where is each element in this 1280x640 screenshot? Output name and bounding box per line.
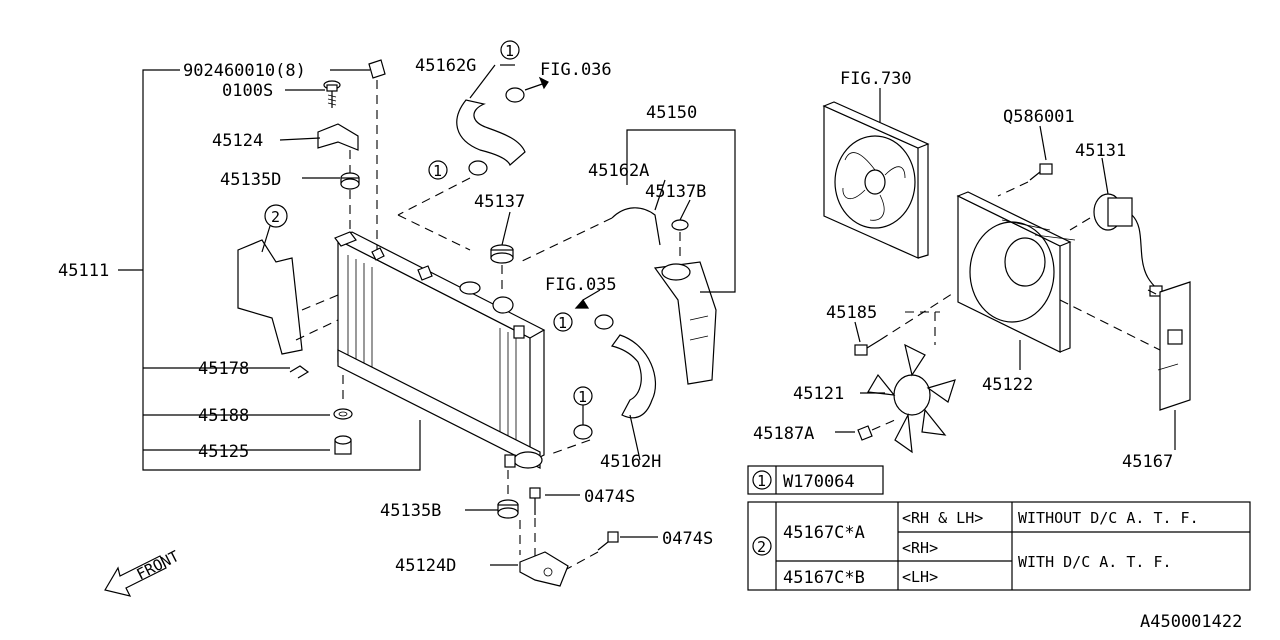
ref-number: 1 xyxy=(433,162,442,180)
part-tank-cap-45137B xyxy=(671,219,689,231)
legend-side-lh: <LH> xyxy=(902,568,938,586)
part-hose-45162G xyxy=(456,99,526,167)
label-45124D: 45124D xyxy=(395,556,456,576)
ref-circle-1-left: 1 xyxy=(428,160,448,180)
label-45135D: 45135D xyxy=(220,170,281,190)
part-clamp-lower-upper xyxy=(594,314,614,330)
legend-ref-1: 1 xyxy=(757,472,766,490)
label-45188: 45188 xyxy=(198,406,249,426)
ref-number: 1 xyxy=(578,388,587,406)
label-45178: 45178 xyxy=(198,359,249,379)
part-bolt-0100S xyxy=(323,80,341,108)
figure-id: A450001422 xyxy=(1140,612,1242,632)
label-45125: 45125 xyxy=(198,442,249,462)
part-motor-45131 xyxy=(1093,193,1163,297)
legend-ref-2: 2 xyxy=(757,538,766,556)
legend-side-rh-lh: <RH & LH> xyxy=(902,509,983,527)
label-45162A: 45162A xyxy=(588,161,649,181)
part-bolt-0474S-lower xyxy=(597,531,619,551)
part-clamp-top-lower xyxy=(468,160,488,176)
legend-note-without: WITHOUT D/C A. T. F. xyxy=(1018,509,1199,527)
ref-number: 1 xyxy=(558,314,567,332)
part-grommet-45135B xyxy=(497,499,519,519)
part-bolt-Q586001 xyxy=(1029,163,1053,181)
part-clamp-lower-lower xyxy=(573,424,593,440)
label-45122: 45122 xyxy=(982,375,1033,395)
part-nut-902460010 xyxy=(368,59,386,79)
label-Q586001: Q586001 xyxy=(1003,107,1075,127)
label-45121: 45121 xyxy=(793,384,844,404)
part-air-guide-45167 xyxy=(1157,281,1191,411)
label-0100S: 0100S xyxy=(222,81,273,101)
label-45135B: 45135B xyxy=(380,501,441,521)
label-0474S-upper: 0474S xyxy=(584,487,635,507)
part-bracket-45124 xyxy=(317,123,359,151)
label-45111: 45111 xyxy=(58,261,109,281)
label-fig036: FIG.036 xyxy=(540,60,612,80)
label-45185: 45185 xyxy=(826,303,877,323)
legend-table: 1 W170064 2 45167C*A 45167C*B <RH & LH> … xyxy=(747,465,1251,591)
label-45162H: 45162H xyxy=(600,452,661,472)
part-bolt-0474S-upper xyxy=(529,487,541,515)
ref-circle-2-left: 2 xyxy=(264,204,288,228)
label-45137B: 45137B xyxy=(645,182,706,202)
label-902460010: 902460010(8) xyxy=(183,61,306,81)
part-shroud-45122 xyxy=(956,191,1076,353)
ref-number: 1 xyxy=(505,42,514,60)
part-overflow-hose-45162A xyxy=(611,207,661,246)
ref-circle-1-top: 1 xyxy=(500,40,520,60)
label-45137: 45137 xyxy=(474,192,525,212)
label-0474S-lower: 0474S xyxy=(662,529,713,549)
legend-part-45167CA: 45167C*A xyxy=(783,523,865,543)
part-nut-45187A xyxy=(857,425,873,441)
radiator-core xyxy=(334,231,546,469)
part-fan-assembly-fig730 xyxy=(822,101,930,259)
part-hose-45162H xyxy=(610,334,656,419)
part-air-guide-2 xyxy=(237,239,303,355)
ref-circle-1-mid: 1 xyxy=(553,312,573,332)
part-clamp-top-upper xyxy=(505,87,525,103)
part-reservoir-tank-45150 xyxy=(653,261,717,385)
part-clip-45178 xyxy=(289,365,310,379)
part-cushion-45188 xyxy=(333,408,353,420)
part-cap-45137 xyxy=(490,244,514,264)
legend-side-rh: <RH> xyxy=(902,539,938,557)
label-45150: 45150 xyxy=(646,103,697,123)
front-arrow-icon xyxy=(104,555,167,597)
leader-lines xyxy=(279,64,1109,566)
legend-part-45167CB: 45167C*B xyxy=(783,568,865,588)
label-45167: 45167 xyxy=(1122,452,1173,472)
label-45162G: 45162G xyxy=(415,56,476,76)
label-45124: 45124 xyxy=(212,131,263,151)
label-fig035: FIG.035 xyxy=(545,275,617,295)
label-front: FRONT xyxy=(134,547,182,584)
part-cushion-45125 xyxy=(334,435,352,455)
label-fig730: FIG.730 xyxy=(840,69,912,89)
legend-part-w170064: W170064 xyxy=(783,472,855,492)
ref-number: 2 xyxy=(271,208,280,226)
ref-circle-1-bottom: 1 xyxy=(573,386,593,406)
part-bolt-45185 xyxy=(854,339,881,356)
part-fan-blade-45121 xyxy=(867,343,956,454)
label-45131: 45131 xyxy=(1075,141,1126,161)
bracket-45111 xyxy=(118,69,421,471)
legend-note-with: WITH D/C A. T. F. xyxy=(1018,553,1172,571)
label-45187A: 45187A xyxy=(753,424,814,444)
part-grommet-45135D xyxy=(340,172,360,190)
part-bracket-45124D xyxy=(519,551,569,587)
